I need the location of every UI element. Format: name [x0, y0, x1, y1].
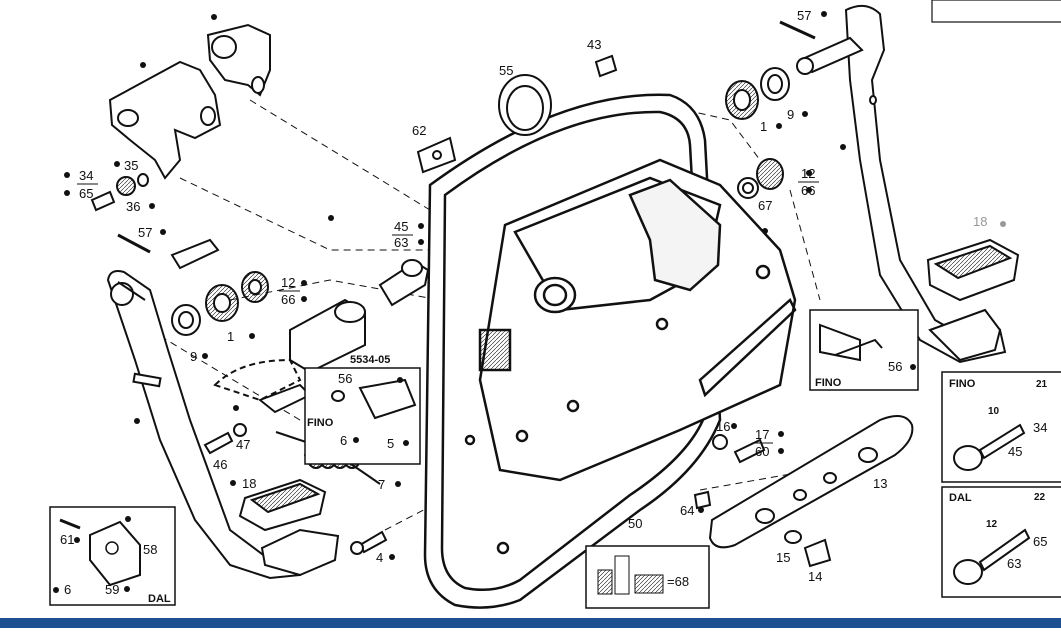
- callout-dots: [53, 11, 1006, 593]
- callout-21-inset: 21: [1036, 379, 1048, 390]
- callout-9-right: 9: [787, 107, 794, 122]
- dal-label-inset: DAL: [949, 492, 972, 504]
- callout-57-right: 57: [797, 8, 811, 23]
- callout-part-ref: 5534-05: [350, 354, 390, 366]
- callout-65-inset: 65: [1033, 534, 1047, 549]
- callout-7: 7: [378, 477, 385, 492]
- callout-12-inset: 12: [986, 519, 998, 530]
- callout-47: 47: [236, 437, 250, 452]
- fraction-12-num-right: 12: [801, 166, 815, 181]
- callout-50: 50: [628, 516, 642, 531]
- fraction-60-den: 60: [755, 444, 769, 459]
- callout-43: 43: [587, 37, 601, 52]
- kit-label: =68: [667, 574, 689, 589]
- left-pedal-pad: [238, 478, 340, 577]
- callout-1-left: 1: [227, 329, 234, 344]
- fraction-65-den: 65: [79, 186, 93, 201]
- callout-9-left: 9: [190, 349, 197, 364]
- kit-box: [585, 545, 710, 609]
- callout-labels: 57 43 55 62 35 36 57 1 9 1 9 67 18 5534-…: [60, 8, 1048, 597]
- fraction-66-den-right: 66: [801, 183, 815, 198]
- callout-64: 64: [680, 503, 694, 518]
- fraction-63-den: 63: [394, 235, 408, 250]
- callout-5: 5: [387, 436, 394, 451]
- callout-6-dal: 6: [64, 582, 71, 597]
- callout-18-right: 18: [973, 214, 987, 229]
- fraction-17-num: 17: [755, 427, 769, 442]
- pedal-support-bracket: [108, 23, 271, 180]
- left-pedal-arm: [106, 270, 301, 580]
- fraction-66-den-left: 66: [281, 292, 295, 307]
- callout-55: 55: [499, 63, 513, 78]
- callout-34-inset: 34: [1033, 420, 1047, 435]
- callout-56-right: 56: [888, 359, 902, 374]
- callout-59: 59: [105, 582, 119, 597]
- left-bearings: [90, 173, 269, 336]
- dal-label-left: DAL: [148, 593, 171, 605]
- bottom-accent-bar: [0, 618, 1061, 628]
- callout-58: 58: [143, 542, 157, 557]
- right-bearings: [725, 67, 790, 199]
- callout-10-inset: 10: [988, 406, 1000, 417]
- right-pedal-arm: [779, 4, 1020, 364]
- dal-inset-left: [49, 506, 176, 606]
- inset-labels: FINO FINO FINO DAL DAL =68: [148, 377, 976, 605]
- callout-16: 16: [716, 419, 730, 434]
- callout-18-left: 18: [242, 476, 256, 491]
- fraction-callouts: 34 65 12 66 12 66 45 63 17 60: [77, 166, 819, 459]
- callout-57-left: 57: [138, 225, 152, 240]
- callout-61: 61: [60, 532, 74, 547]
- fino-inset-center: [304, 367, 421, 465]
- callout-35: 35: [124, 158, 138, 173]
- fraction-45-num: 45: [394, 219, 408, 234]
- callout-1-right: 1: [760, 119, 767, 134]
- right-insets: [931, 0, 1061, 598]
- bolts-left: [203, 423, 388, 555]
- callout-6-center: 6: [340, 433, 347, 448]
- callout-67: 67: [758, 198, 772, 213]
- fraction-34-num: 34: [79, 168, 93, 183]
- callout-4: 4: [376, 550, 383, 565]
- top-center-parts: [416, 54, 618, 174]
- fino-label-right: FINO: [815, 377, 842, 389]
- callout-13: 13: [873, 476, 887, 491]
- fino-label-center: FINO: [307, 417, 334, 429]
- callout-36: 36: [126, 199, 140, 214]
- pedal-housing: [423, 93, 797, 609]
- callout-63-inset: 63: [1007, 556, 1021, 571]
- linkage-lever: [693, 415, 914, 568]
- callout-14: 14: [808, 569, 822, 584]
- callout-56-center: 56: [338, 371, 352, 386]
- callout-22-inset: 22: [1034, 492, 1046, 503]
- callout-62: 62: [412, 123, 426, 138]
- callout-15: 15: [776, 550, 790, 565]
- fraction-12-num-left: 12: [281, 275, 295, 290]
- callout-46: 46: [213, 457, 227, 472]
- fino-label-inset: FINO: [949, 378, 976, 390]
- fino-inset-right: [809, 309, 919, 391]
- callout-45-inset: 45: [1008, 444, 1022, 459]
